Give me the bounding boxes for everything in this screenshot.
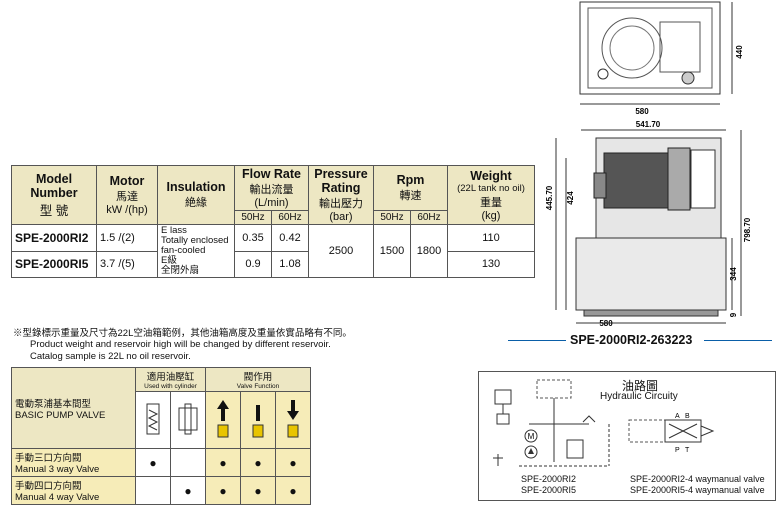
valve-up-icon	[205, 391, 241, 449]
flow-50-cell: 0.9	[234, 250, 272, 278]
hydraulic-circuit-box	[478, 371, 776, 501]
note-zh: ※型錄標示重量及尺寸為22L空油箱範例，其他油箱高度及重量依實品略有不同。	[13, 328, 352, 339]
rpm-50-cell: 1500	[373, 224, 411, 278]
dot-cell: ●	[135, 448, 171, 477]
flow-60hz-label: 60Hz	[271, 210, 309, 225]
model-cell: SPE-2000RI5	[11, 250, 97, 278]
flow-50-cell: 0.35	[234, 224, 272, 252]
rpm-60hz-label: 60Hz	[410, 210, 448, 225]
dot-cell: ●	[205, 476, 241, 505]
hydraulic-title-en: Hydraulic Circuity	[600, 391, 678, 402]
side-view-drawing: 541.70 445.70 424 798.70 344 9 580	[545, 120, 752, 328]
divider-left	[508, 340, 566, 341]
dim-side-base: 9	[729, 312, 738, 317]
left-model-2: SPE-2000RI5	[521, 485, 577, 495]
hydraulic-schematic: M A B P T	[493, 379, 715, 467]
svg-text:M: M	[528, 432, 535, 441]
port-t-label: T	[685, 447, 690, 454]
dot-cell	[170, 448, 206, 477]
dot-cell: ●	[240, 448, 276, 477]
dim-top-width: 580	[635, 107, 649, 116]
model-code: SPE-2000RI2-263223	[570, 333, 693, 347]
right-model-2: SPE-2000RI5-4 waymanual valve	[630, 485, 765, 495]
divider-right	[704, 340, 772, 341]
hydraulic-title-zh: 油路圖	[622, 379, 659, 393]
rpm-50hz-label: 50Hz	[373, 210, 411, 225]
dim-side-top: 541.70	[636, 120, 661, 129]
dim-side-h2: 424	[566, 191, 575, 205]
double-acting-cylinder-icon	[170, 391, 206, 449]
dot-cell: ●	[275, 448, 311, 477]
rpm-60-cell: 1800	[410, 224, 448, 278]
dim-side-h1: 445.70	[545, 185, 554, 210]
valve-hold-icon	[240, 391, 276, 449]
port-a-label: A	[675, 413, 680, 420]
dot-cell: ●	[275, 476, 311, 505]
flow-60-cell: 1.08	[271, 250, 309, 278]
table-row: SPE-2000RI5 3.7 /(5) 0.9 1.08 130	[11, 250, 535, 278]
pressure-cell: 2500	[308, 224, 374, 278]
motor-cell: 3.7 /(5)	[96, 250, 158, 278]
flow-50hz-label: 50Hz	[234, 210, 272, 225]
dot-cell: ●	[240, 476, 276, 505]
single-acting-cylinder-icon	[135, 391, 171, 449]
weight-cell: 130	[447, 250, 535, 278]
dim-top-height: 440	[735, 45, 744, 59]
dim-side-bottom: 580	[599, 319, 613, 328]
port-b-label: B	[685, 413, 690, 420]
port-p-label: P	[675, 447, 680, 454]
right-model-1: SPE-2000RI2-4 waymanual valve	[630, 474, 765, 484]
flow-60-cell: 0.42	[271, 224, 309, 252]
note-en-2: Catalog sample is 22L no oil reservoir.	[30, 351, 191, 362]
dim-side-tank: 344	[729, 267, 738, 281]
valve-down-icon	[275, 391, 311, 449]
dim-side-total: 798.70	[743, 217, 752, 242]
weight-header: Weight(22L tank no oil)重量(kg)	[447, 165, 535, 225]
top-view-drawing: 580 440	[579, 1, 744, 116]
motor-cell: 1.5 /(2)	[96, 224, 158, 252]
dot-cell: ●	[205, 448, 241, 477]
model-cell: SPE-2000RI2	[11, 224, 97, 252]
dot-cell	[135, 476, 171, 505]
left-model-1: SPE-2000RI2	[521, 474, 577, 484]
dot-cell: ●	[170, 476, 206, 505]
note-en-1: Product weight and reservoir high will b…	[30, 339, 331, 350]
weight-cell: 110	[447, 224, 535, 252]
